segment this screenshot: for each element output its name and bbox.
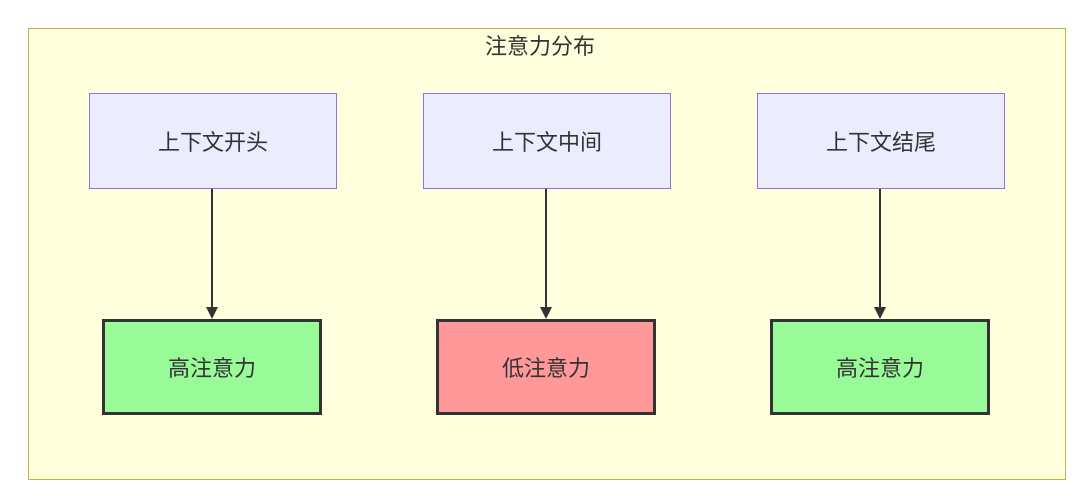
high-attention-end-node: 高注意力 — [770, 319, 990, 415]
high-attention-start-node: 高注意力 — [102, 319, 322, 415]
attention-middle-label: 低注意力 — [501, 357, 590, 382]
subgraph-title: 注意力分布 — [484, 35, 595, 60]
context-end-node: 上下文结尾 — [757, 93, 1005, 189]
context-middle-label: 上下文中间 — [491, 131, 602, 156]
context-start-node: 上下文开头 — [89, 93, 337, 189]
context-middle-node: 上下文中间 — [423, 93, 671, 189]
attention-start-label: 高注意力 — [167, 357, 256, 382]
low-attention-middle-node: 低注意力 — [436, 319, 656, 415]
context-start-label: 上下文开头 — [157, 131, 268, 156]
context-end-label: 上下文结尾 — [825, 131, 936, 156]
attention-end-label: 高注意力 — [835, 357, 924, 382]
